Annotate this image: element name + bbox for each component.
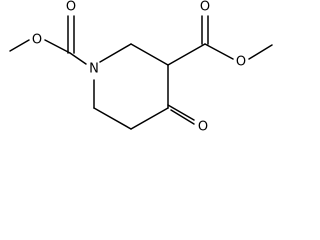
bonds (9, 15, 273, 130)
atom-labels: O O N O O O (32, 0, 246, 135)
bond-nitrogen-c2 (99, 43, 132, 63)
bond-carbonyl1-nitrogen (69, 52, 87, 65)
bond-ether-oxygen-carbonyl1 (44, 39, 71, 54)
bond-carbonyl3-ether-oxygen (204, 43, 234, 60)
bond-c4-c5 (130, 107, 169, 130)
ketone-oxygen-label: O (198, 120, 208, 135)
ring-nitrogen-label: N (89, 62, 99, 77)
bond-c2-c3 (130, 43, 169, 66)
bond-methyl1-ether-oxygen (9, 39, 30, 52)
bond-c5-c6 (93, 107, 132, 130)
ester3-ether-oxygen-label: O (236, 55, 246, 70)
bond-c4-ketone-oxygen-b (170, 109, 195, 125)
bond-ether-oxygen-methyl3 (248, 44, 273, 60)
bond-c4-ketone-oxygen-a (167, 104, 195, 121)
ester1-ether-oxygen-label: O (32, 33, 42, 48)
ester1-carbonyl-oxygen-label: O (66, 0, 76, 15)
bond-c3-carbonyl3 (167, 43, 206, 66)
structure-diagram: O O N O O O (9, 0, 273, 135)
ester3-carbonyl-oxygen-label: O (200, 0, 210, 15)
